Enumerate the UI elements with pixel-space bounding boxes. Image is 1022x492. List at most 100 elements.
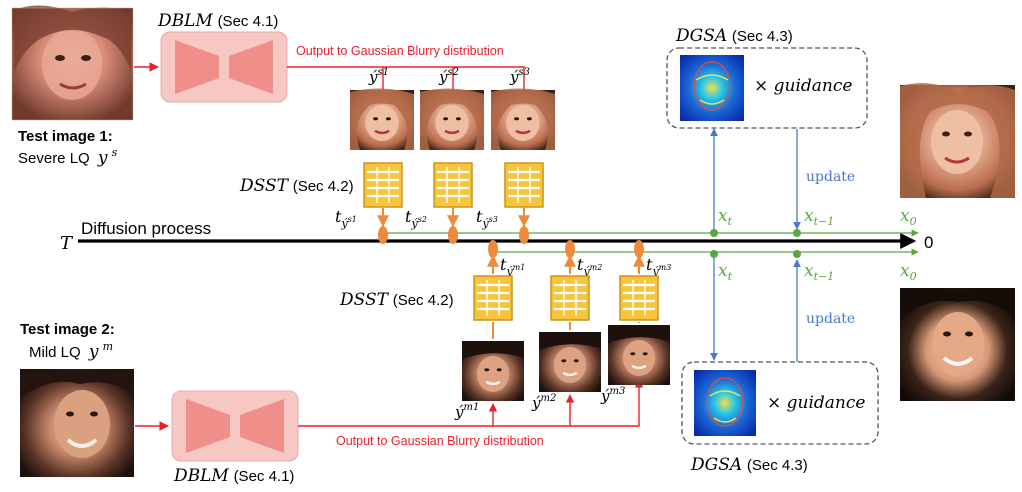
dblm-bottom-sec: (Sec 4.1) <box>234 468 295 485</box>
bottom-sample-label-1: ým1 <box>454 402 479 421</box>
dblm-bottom-name: DBLM <box>173 466 229 486</box>
dsst-top-3 <box>503 161 545 209</box>
dgsa-bottom-box <box>681 361 879 445</box>
dsst-bottom-2 <box>549 274 591 322</box>
svg-text:xt: xt <box>718 206 733 228</box>
svg-text:DBLM (Sec 4.1): DBLM (Sec 4.1) <box>157 11 278 31</box>
svg-text:x0: x0 <box>900 261 917 283</box>
xt1-top-label: x <box>804 206 814 226</box>
output-line-bottom <box>298 379 644 427</box>
top-sample-image-1 <box>350 88 414 150</box>
guidance-top-label: × guidance <box>754 76 852 96</box>
xt-top-label: x <box>718 206 728 226</box>
test-image-2 <box>20 369 134 477</box>
update-top-label: update <box>806 169 855 185</box>
bottom-timestep-marker-3 <box>634 240 644 258</box>
state-dot-xt1-bottom <box>793 250 801 258</box>
guidance-map-bottom <box>694 370 756 436</box>
bottom-timestep-marker-1 <box>488 240 498 258</box>
svg-text:Severe LQ y s: Severe LQ y s <box>18 146 118 168</box>
svg-text:× guidance: × guidance <box>767 393 865 413</box>
state-dot-xt-top <box>710 229 718 237</box>
state-dot-xt-bottom <box>710 250 718 258</box>
dsst-bottom-sec: (Sec 4.2) <box>393 292 454 309</box>
dgsa-bottom-sec: (Sec 4.3) <box>747 457 808 474</box>
restored-image-1 <box>900 83 1015 198</box>
svg-text:DSST (Sec 4.2): DSST (Sec 4.2) <box>339 290 454 310</box>
bottom-timestep-label-1: tým1 <box>500 255 525 278</box>
bottom-timestep-label-3: tým3 <box>646 255 671 278</box>
svg-text:xt: xt <box>718 261 733 283</box>
severe-lq-label: Severe LQ <box>18 150 90 167</box>
dblm-top-sec: (Sec 4.1) <box>218 13 279 30</box>
timeline <box>78 229 919 256</box>
bottom-timesteps: tým1 tým2 tým3 <box>488 240 671 278</box>
dsst-bottom-3 <box>618 274 660 322</box>
top-sample-image-3 <box>491 88 555 150</box>
restored-image-2 <box>900 288 1015 401</box>
dgsa-bottom-name: DGSA <box>690 455 742 475</box>
bottom-sample-label-2: ým2 <box>531 393 556 412</box>
dblm-top-block <box>160 31 288 103</box>
top-sample-label-1: ýs1 <box>368 67 389 86</box>
bottom-samples: ým1 ým2 ým3 <box>454 325 670 421</box>
state-dot-xt1-top <box>793 229 801 237</box>
bottom-sample-image-2 <box>539 332 601 392</box>
output-text-top: Output to Gaussian Blurry distribution <box>296 44 504 58</box>
svg-text:DGSA (Sec 4.3): DGSA (Sec 4.3) <box>675 26 793 46</box>
guidance-map-top <box>680 55 744 121</box>
dsst-bottom-name: DSST <box>339 290 390 310</box>
dsst-top-sec: (Sec 4.2) <box>293 178 354 195</box>
dgsa-top-sec: (Sec 4.3) <box>732 28 793 45</box>
dsst-bottom-1 <box>472 274 514 322</box>
dsst-top-name: DSST <box>239 176 290 196</box>
xt-bottom-label: x <box>718 261 728 281</box>
output-text-bottom: Output to Gaussian Blurry distribution <box>336 434 544 448</box>
dblm-bottom-block <box>171 390 299 462</box>
top-sample-image-2 <box>420 88 484 150</box>
timeline-label: Diffusion process <box>81 219 211 238</box>
bottom-sample-image-3 <box>608 325 670 385</box>
svg-text:xt−1: xt−1 <box>804 206 834 228</box>
svg-text:DBLM (Sec 4.1): DBLM (Sec 4.1) <box>173 466 294 486</box>
top-timesteps: týs1 týs2 týs3 <box>335 207 529 244</box>
dblm-top-name: DBLM <box>157 11 213 31</box>
dgsa-top-name: DGSA <box>675 26 727 46</box>
top-timestep-label-2: týs2 <box>405 207 427 230</box>
update-bottom-label: update <box>806 311 855 327</box>
svg-text:DGSA (Sec 4.3): DGSA (Sec 4.3) <box>690 455 808 475</box>
mild-lq-label: Mild LQ <box>29 344 81 361</box>
svg-text:Mild LQ y m: Mild LQ y m <box>29 340 113 362</box>
svg-text:DSST (Sec 4.2): DSST (Sec 4.2) <box>239 176 354 196</box>
test-image-1 <box>11 5 134 121</box>
bottom-timestep-marker-2 <box>565 240 575 258</box>
dgsa-top-box <box>666 47 868 129</box>
timeline-start-label: T <box>60 233 74 254</box>
top-timestep-label-3: týs3 <box>476 207 498 230</box>
bottom-sample-label-3: ým3 <box>600 386 625 405</box>
test-image-2-label: Test image 2: <box>20 321 115 338</box>
test-image-1-label: Test image 1: <box>18 128 113 145</box>
timeline-end-label: 0 <box>924 233 933 252</box>
svg-text:x0: x0 <box>900 206 917 228</box>
x0-top-label: x <box>900 206 910 226</box>
svg-text:× guidance: × guidance <box>754 76 852 96</box>
bottom-timestep-label-2: tým2 <box>577 255 602 278</box>
top-timestep-marker-1 <box>378 226 388 244</box>
svg-text:xt−1: xt−1 <box>804 261 834 283</box>
x0-bottom-label: x <box>900 261 910 281</box>
bottom-sample-image-1 <box>462 341 524 401</box>
dsst-bottom-group <box>472 254 660 339</box>
top-timestep-label-1: týs1 <box>335 207 357 230</box>
xt1-bottom-label: x <box>804 261 814 281</box>
top-samples: ýs1 ýs2 ýs3 <box>350 67 555 150</box>
guidance-bottom-label: × guidance <box>767 393 865 413</box>
dsst-top-group <box>362 161 545 228</box>
dsst-top-2 <box>432 161 474 209</box>
top-timestep-marker-2 <box>448 226 458 244</box>
top-sample-label-3: ýs3 <box>509 67 530 86</box>
top-timestep-marker-3 <box>519 226 529 244</box>
top-sample-label-2: ýs2 <box>438 67 459 86</box>
